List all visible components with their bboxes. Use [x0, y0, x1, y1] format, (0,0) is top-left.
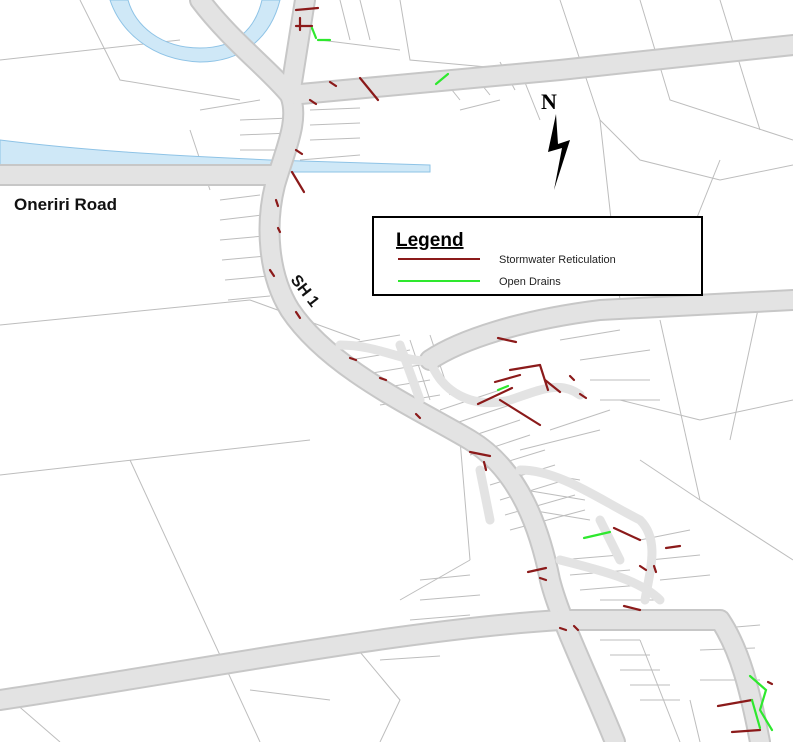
legend-title: Legend — [396, 230, 464, 251]
north-letter: N — [541, 89, 557, 114]
oneriri-road-label: Oneriri Road — [14, 195, 117, 214]
legend: Legend Stormwater Reticulation Open Drai… — [372, 216, 703, 296]
legend-item-stormwater: Stormwater Reticulation — [499, 254, 616, 266]
open-drain-lines — [310, 26, 774, 732]
legend-item-open-drains: Open Drains — [499, 276, 561, 288]
north-arrow: N — [541, 89, 570, 190]
stormwater-reticulation-lines — [268, 6, 774, 734]
north-arrow-icon — [548, 114, 570, 190]
